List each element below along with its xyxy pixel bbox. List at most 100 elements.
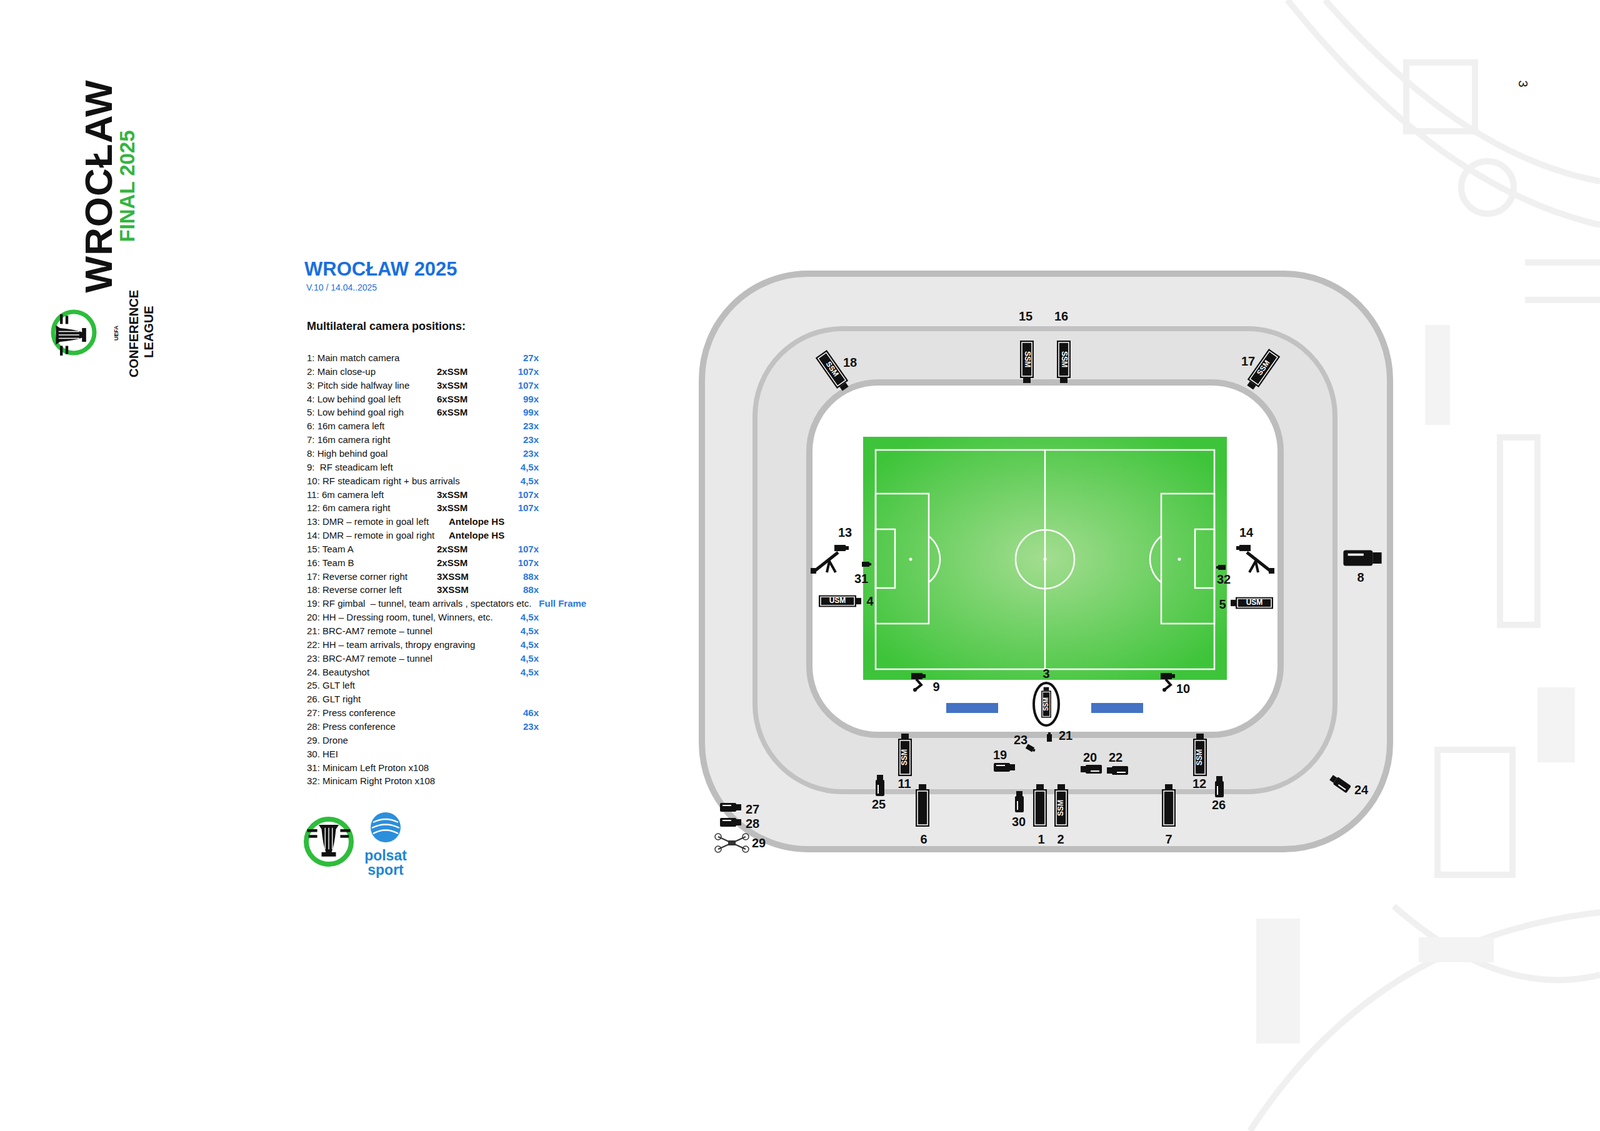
logo-word: UEFA bbox=[113, 325, 120, 341]
zoom-value: 23x bbox=[523, 448, 539, 459]
callout-number: 25 bbox=[871, 797, 886, 812]
zoom-value: 4,5x bbox=[520, 666, 539, 678]
list-item: 32: Minicam Right Proton x108 bbox=[306, 776, 435, 787]
list-item: 2: Main close-up bbox=[306, 366, 376, 377]
callout-number: 18 bbox=[843, 355, 857, 370]
lens-type: Antelope HS bbox=[448, 516, 505, 528]
zoom-value: 99x bbox=[523, 393, 539, 405]
callout-number: 13 bbox=[838, 525, 852, 540]
camera-type-tag: SSM bbox=[1042, 697, 1050, 712]
zoom-value: Full Frame bbox=[538, 598, 587, 610]
list-item: 4: Low behind goal left bbox=[306, 393, 401, 405]
zoom-value: 23x bbox=[523, 434, 539, 445]
list-item: 19: RF gimbal – tunnel, team arrivals , … bbox=[306, 598, 532, 610]
callout-number: 16 bbox=[1054, 309, 1069, 324]
callout-number: 19 bbox=[993, 748, 1007, 763]
zoom-value: 107x bbox=[518, 366, 539, 377]
list-item: 12: 6m camera right bbox=[306, 503, 390, 514]
callout-number: 2 bbox=[1056, 832, 1064, 847]
callout-number: 3 bbox=[1042, 666, 1050, 682]
callout-number: 30 bbox=[1011, 815, 1026, 830]
zoom-value: 107x bbox=[518, 557, 539, 569]
list-item: 21: BRC-AM7 remote – tunnel bbox=[306, 625, 433, 637]
camera-type-tag: SSM bbox=[1056, 800, 1066, 817]
callout-number: 23 bbox=[1013, 733, 1028, 748]
callout-number: 10 bbox=[1176, 681, 1190, 697]
callout-number: 26 bbox=[1211, 798, 1226, 813]
callout-number: 11 bbox=[897, 776, 911, 792]
callout-number: 29 bbox=[751, 836, 766, 851]
list-item: 31: Minicam Left Proton x108 bbox=[306, 762, 429, 774]
callout-number: 7 bbox=[1165, 832, 1172, 847]
list-item: 20: HH – Dressing room, tunel, Winners, … bbox=[306, 612, 494, 624]
logo-word: WROCŁAW bbox=[76, 79, 121, 293]
list-item: 24. Beautyshot bbox=[306, 666, 370, 678]
list-item: 18: Reverse corner left bbox=[306, 585, 402, 596]
callout-number: 9 bbox=[932, 680, 940, 695]
callout-number: 17 bbox=[1241, 354, 1255, 369]
lens-type: 3xSSM bbox=[436, 380, 468, 391]
callout-number: 27 bbox=[745, 802, 760, 817]
camera-type-tag: SSM bbox=[900, 749, 910, 766]
list-item: 14: DMR – remote in goal right bbox=[306, 530, 435, 541]
page-number: 3 bbox=[1515, 80, 1530, 87]
list-item: 25. GLT left bbox=[306, 680, 355, 692]
callout-number: 28 bbox=[745, 816, 760, 832]
camera-type-tag: USM bbox=[1246, 598, 1264, 608]
lens-type: 6xSSM bbox=[436, 393, 468, 405]
zoom-value: 4,5x bbox=[520, 653, 539, 664]
zoom-value: 4,5x bbox=[520, 612, 539, 624]
lens-type: 3XSSM bbox=[436, 571, 469, 582]
camera-type-tag: SSM bbox=[1195, 749, 1205, 766]
list-item: 16: Team B bbox=[306, 557, 355, 569]
callout-number: 22 bbox=[1108, 750, 1123, 765]
brand-word: polsat bbox=[364, 847, 407, 864]
zoom-value: 23x bbox=[523, 421, 539, 432]
list-item: 3: Pitch side halfway line bbox=[306, 380, 410, 391]
list-item: 28: Press conference bbox=[306, 721, 396, 732]
list-item: 6: 16m camera left bbox=[306, 421, 385, 432]
zoom-value: 4,5x bbox=[520, 625, 539, 637]
list-item: 8: High behind goal bbox=[306, 448, 388, 459]
list-item: 13: DMR – remote in goal left bbox=[306, 516, 429, 528]
list-item: 11: 6m camera left bbox=[306, 489, 384, 500]
list-item: 15: Team A bbox=[306, 543, 354, 555]
list-item: 1: Main match camera bbox=[306, 352, 400, 364]
callout-number: 1 bbox=[1037, 832, 1045, 847]
list-item: 9: RF steadicam left bbox=[306, 461, 394, 473]
zoom-value: 4,5x bbox=[520, 461, 539, 473]
callout-number: 8 bbox=[1356, 570, 1364, 585]
zoom-value: 4,5x bbox=[520, 639, 539, 650]
callout-number: 6 bbox=[920, 832, 927, 847]
list-item: 5: Low behind goal righ bbox=[306, 407, 404, 419]
list-item: 10: RF steadicam right + bus arrivals bbox=[306, 475, 460, 487]
list-item: 7: 16m camera right bbox=[306, 434, 390, 445]
page-title: WROCŁAW 2025 bbox=[304, 258, 458, 281]
logo-word: LEAGUE bbox=[141, 305, 157, 358]
camera-type-tag: SSM bbox=[1022, 351, 1032, 368]
lens-type: 3xSSM bbox=[436, 489, 468, 500]
zoom-value: 4,5x bbox=[520, 475, 539, 487]
list-item: 29. Drone bbox=[306, 735, 349, 746]
lens-type: 2xSSM bbox=[436, 366, 468, 377]
lens-type: 2xSSM bbox=[436, 543, 468, 555]
lens-type: 3XSSM bbox=[436, 585, 469, 596]
zoom-value: 107x bbox=[518, 489, 539, 500]
zoom-value: 107x bbox=[518, 380, 539, 391]
zoom-value: 27x bbox=[523, 352, 539, 364]
list-item: 23: BRC-AM7 remote – tunnel bbox=[306, 653, 433, 664]
zoom-value: 107x bbox=[518, 503, 539, 514]
callout-number: 32 bbox=[1216, 572, 1231, 587]
lens-type: 2xSSM bbox=[436, 557, 468, 569]
zoom-value: 99x bbox=[523, 407, 539, 419]
list-item: 27: Press conference bbox=[306, 707, 396, 719]
list-item: 30. HEI bbox=[306, 748, 339, 760]
brand-word: sport bbox=[367, 861, 404, 879]
zoom-value: 46x bbox=[523, 707, 539, 719]
callout-number: 21 bbox=[1058, 728, 1073, 744]
lens-type: 3xSSM bbox=[436, 503, 468, 514]
lens-type: 6xSSM bbox=[436, 407, 468, 419]
zoom-value: 107x bbox=[518, 543, 539, 555]
